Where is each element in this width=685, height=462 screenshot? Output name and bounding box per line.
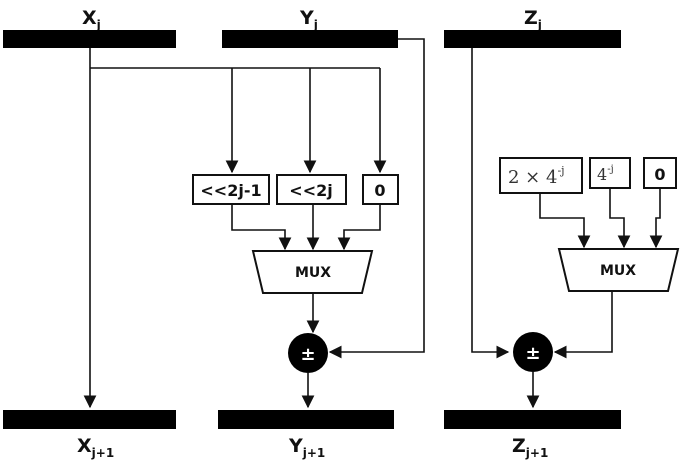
z-adder-symbol: ± [525, 343, 540, 364]
y-out-label: Yj+1 [288, 435, 325, 460]
shift-box-2j [276, 174, 347, 205]
z-out-register [444, 410, 621, 429]
z-in-register [444, 30, 621, 48]
const-box-2x4-label: 2 × 4-j [508, 164, 565, 188]
x-in-label: Xj [82, 7, 101, 32]
x-out-label: Xj+1 [77, 435, 114, 460]
z-mux-to-adder [553, 291, 613, 359]
const-box-4pow-label: 4-j [597, 164, 614, 184]
shift-to-mux-1 [231, 204, 292, 251]
y-in-register [222, 30, 398, 48]
y-mux [251, 250, 374, 294]
shift-box-2j-1-label: <<2j-1 [200, 181, 261, 200]
y-adder-symbol: ± [300, 344, 315, 365]
const-box-zero [643, 157, 677, 189]
z-mux-label: MUX [600, 263, 636, 279]
shift-to-mux-3 [337, 204, 381, 251]
shift-box-zero-label: 0 [374, 181, 385, 200]
const-to-mux-1 [539, 193, 591, 249]
const-box-2x4 [499, 157, 583, 194]
shift-box-2j-label: <<2j [289, 181, 332, 200]
shift-box-zero [362, 174, 399, 205]
shift-box-2j-1 [192, 174, 270, 205]
z-out-label: Zj+1 [512, 435, 548, 460]
y-out-register [218, 410, 394, 429]
const-box-zero-label: 0 [654, 165, 665, 184]
y-feedback-wire [328, 38, 425, 359]
z-in-label: Zj [524, 7, 542, 32]
y-mux-label: MUX [295, 265, 331, 281]
x-in-register [3, 30, 176, 48]
z-mux [557, 248, 680, 292]
y-adder [288, 333, 328, 373]
z-adder [513, 332, 553, 372]
y-in-label: Yj [299, 7, 318, 32]
const-to-mux-3 [649, 188, 663, 249]
z-wire-down [471, 48, 510, 359]
const-to-mux-2 [609, 188, 631, 249]
x-out-register [3, 410, 176, 429]
